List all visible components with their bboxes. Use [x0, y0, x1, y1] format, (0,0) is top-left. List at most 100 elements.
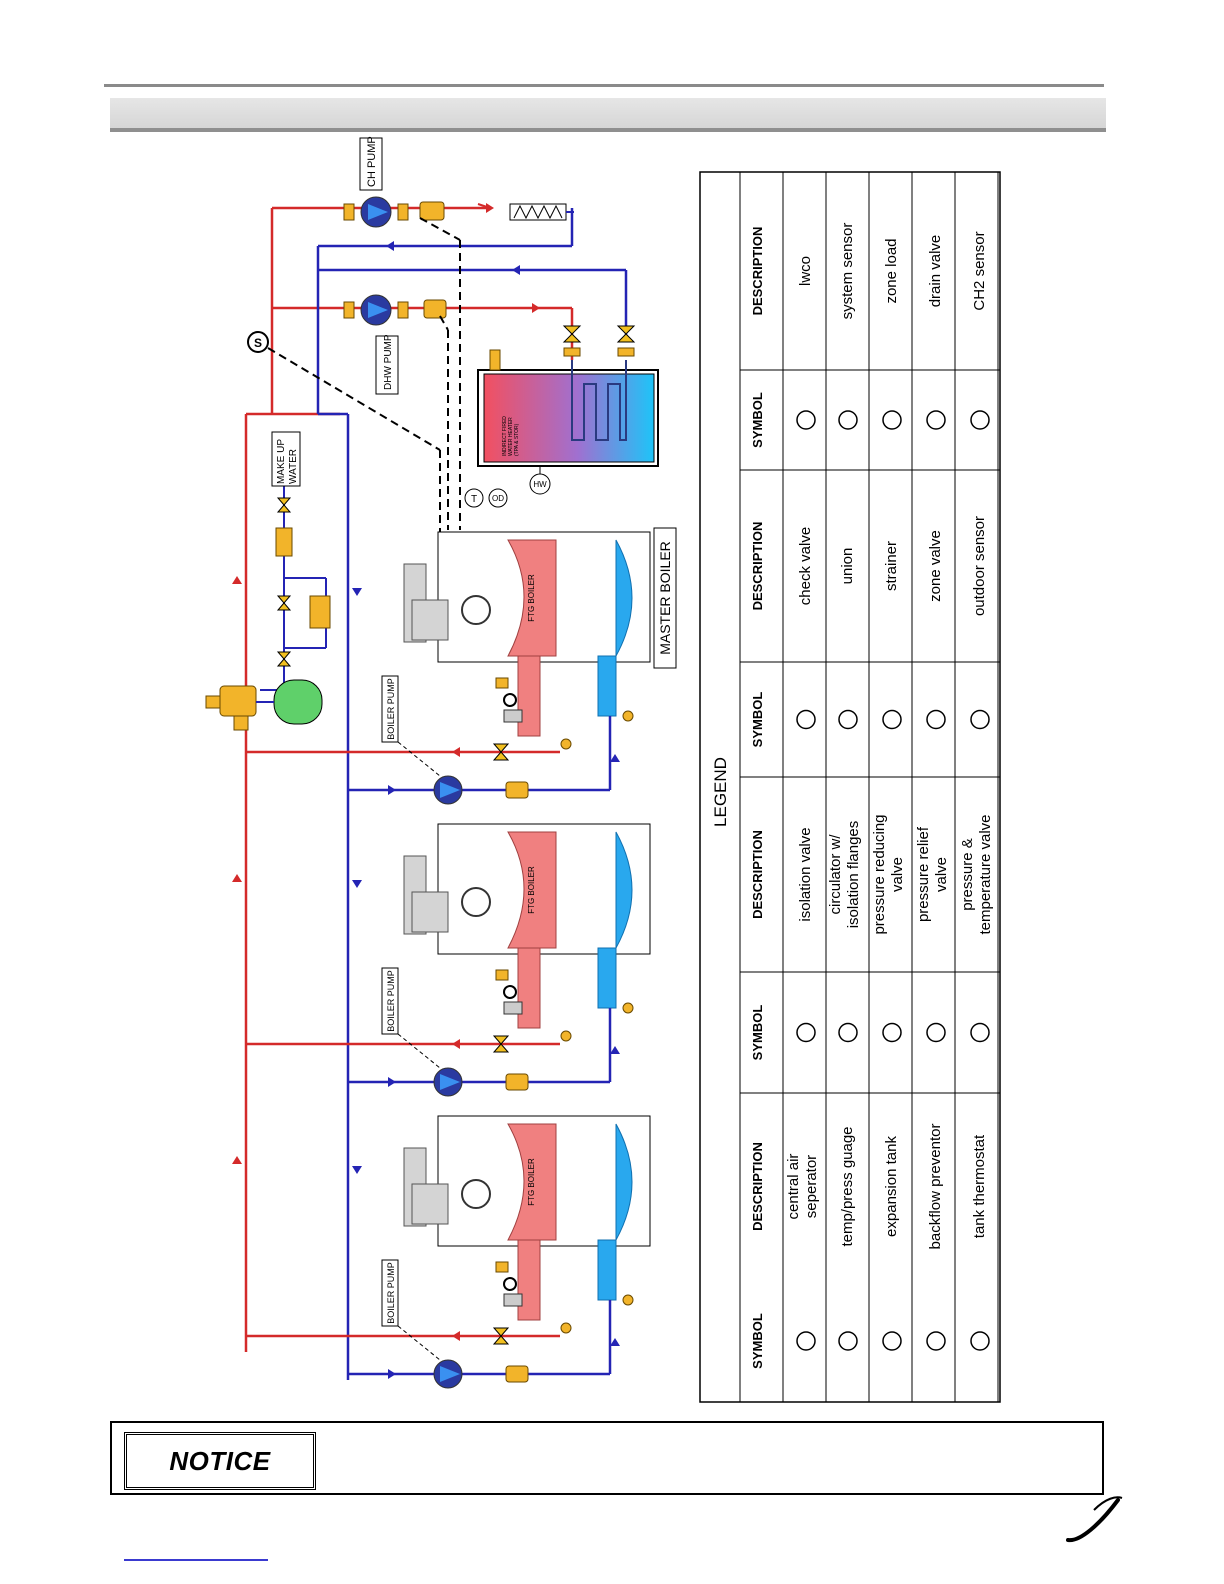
lwco-icon	[503, 1001, 523, 1015]
check-valve	[505, 1073, 529, 1091]
lwco-icon	[503, 1293, 523, 1307]
make-up-water-label-2: WATER	[288, 449, 299, 484]
relief-valve-icon	[495, 1261, 509, 1273]
boiler-pump-label: BOILER PUMP	[386, 970, 396, 1032]
master-boiler-label: MASTER BOILER	[657, 541, 673, 655]
pump-control-wire	[397, 1325, 441, 1361]
t-sensor-label: T	[471, 494, 477, 505]
blower-icon	[461, 1179, 491, 1209]
drain-valve-icon	[622, 1294, 634, 1306]
backflow-preventor-icon	[926, 1331, 946, 1351]
legend-description: tank thermostat	[971, 1134, 988, 1238]
pressure-reducing-valve-icon	[882, 1022, 902, 1043]
lwco-icon	[503, 709, 523, 723]
pump-impeller	[440, 782, 460, 798]
pump-impeller	[440, 1366, 460, 1382]
drain-valve-icon	[560, 738, 572, 750]
boiler-pump-label: BOILER PUMP	[386, 678, 396, 740]
combustion-fan	[411, 599, 449, 641]
legend-description: union	[839, 548, 856, 585]
outdoor-sensor-label: OD	[492, 494, 504, 503]
return-header	[316, 208, 628, 1380]
return-flow-arrows	[352, 588, 362, 1174]
blower-icon	[461, 595, 491, 625]
supply-arrow	[452, 1331, 460, 1341]
check-valve	[505, 781, 529, 799]
legend-header: SYMBOL	[750, 692, 765, 748]
isolation-valve	[492, 743, 510, 761]
legend-description: strainer	[883, 541, 900, 591]
legend-description: circulator w/	[827, 834, 844, 915]
system-sensor-label: S	[254, 336, 262, 350]
ftg-boiler-label: FTG BOILER	[527, 574, 536, 622]
zone-valve-icon	[926, 709, 946, 730]
legend-description: isolation valve	[797, 827, 814, 921]
temp-press-gauge-icon	[838, 1331, 858, 1351]
legend-description: drain valve	[927, 235, 944, 308]
legend-header: SYMBOL	[750, 1313, 765, 1369]
hw-sensor-label: HW	[533, 480, 547, 489]
pump-impeller	[440, 1074, 460, 1090]
ftg-boiler-label: FTG BOILER	[527, 866, 536, 914]
legend-table: LEGEND SYMBOLDESCRIPTIONSYMBOLDESCRIPTIO…	[699, 171, 1001, 1403]
footer-link-line	[124, 1559, 268, 1561]
outdoor-sensor: OD	[488, 488, 508, 508]
temp-press-gauge-icon	[503, 693, 517, 707]
legend-description: backflow preventor	[927, 1124, 944, 1250]
notice-badge: NOTICE	[124, 1432, 316, 1490]
legend-description: expansion tank	[883, 1136, 900, 1237]
legend-header: SYMBOL	[750, 392, 765, 448]
notice-box: NOTICE	[110, 1421, 1104, 1495]
supply-manifold	[517, 947, 541, 1029]
make-up-water: MAKE UP WATER	[260, 431, 331, 691]
supply-arrow	[452, 747, 460, 757]
legend-description: temperature valve	[977, 814, 994, 934]
check-valve-icon	[796, 709, 816, 730]
legend-description: valve	[933, 857, 950, 892]
supply-manifold	[517, 655, 541, 737]
legend-header: SYMBOL	[750, 1005, 765, 1061]
central-air-separator	[205, 685, 257, 731]
legend-header: DESCRIPTION	[750, 1142, 765, 1231]
zone-load-icon	[882, 410, 902, 430]
isolation-valve	[492, 1035, 510, 1053]
boiler-pump-tag	[381, 967, 399, 1035]
master-boiler-tag: MASTER BOILER	[439, 450, 677, 669]
pump-control-wire	[397, 741, 441, 777]
boiler-pump-label: BOILER PUMP	[386, 1262, 396, 1324]
legend-header: DESCRIPTION	[750, 830, 765, 919]
boiler-return-chamber	[615, 539, 633, 657]
return-manifold	[597, 655, 617, 717]
brand-logo-icon	[1066, 1496, 1123, 1543]
legend-description: outdoor sensor	[971, 516, 988, 616]
relief-valve-icon	[495, 969, 509, 981]
heat-exchanger-head	[507, 831, 557, 949]
ch-pump-branch: CH PUMP	[343, 136, 574, 228]
drain-valve-icon	[926, 410, 946, 430]
outdoor-sensor-icon	[970, 709, 990, 730]
pt-valve-icon	[970, 1022, 990, 1043]
central-air-separator-icon	[796, 1331, 816, 1351]
pressure-relief-valve-icon	[926, 1022, 946, 1043]
legend-description: central air	[785, 1154, 802, 1220]
legend-description: zone load	[883, 238, 900, 303]
boiler-return-chamber	[615, 1123, 633, 1241]
hw-sensor-icon	[970, 1331, 990, 1351]
return-arrow	[388, 1077, 396, 1087]
legend-description: valve	[889, 857, 906, 892]
drain-valve-icon	[560, 1030, 572, 1042]
supply-flow-arrows	[232, 576, 242, 1164]
circulator-icon	[838, 1022, 858, 1043]
check-valve	[505, 1365, 529, 1383]
boiler-module-2: FTG BOILER BOILER PUMP	[246, 823, 651, 1097]
section-header-bar	[110, 98, 1106, 132]
temp-press-gauge-icon	[503, 985, 517, 999]
legend-description: CH2 sensor	[971, 231, 988, 310]
ch-pump-label: CH PUMP	[366, 136, 378, 187]
drain-valve-icon	[560, 1322, 572, 1334]
union-icon	[838, 709, 858, 730]
water-heater-label-3: (TPA & STOR)	[514, 423, 520, 456]
drain-valve-icon	[622, 710, 634, 722]
return-arrow	[388, 1369, 396, 1379]
